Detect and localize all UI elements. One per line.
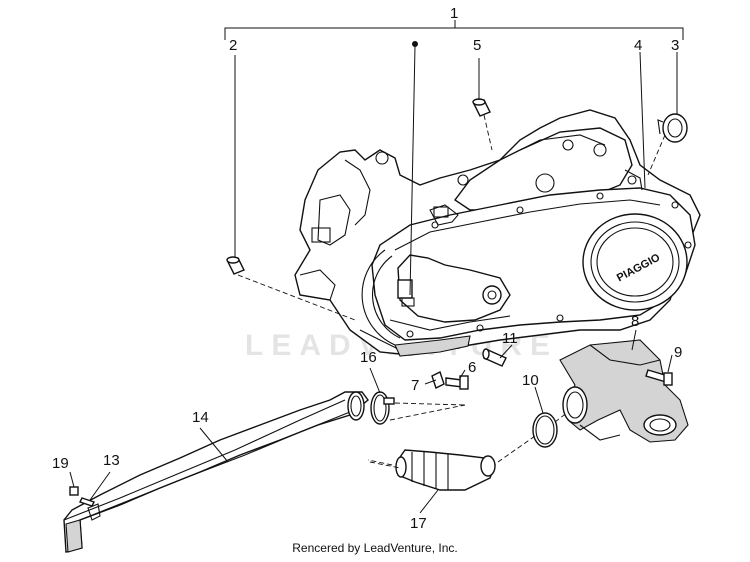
part-6-bolt (445, 375, 469, 390)
assembly-dashed-lines (237, 114, 666, 469)
part-17-rubber-coupling (395, 449, 496, 491)
part-8-filter-elbow (559, 339, 689, 443)
callout-7: 7 (411, 377, 419, 394)
callout-1: 1 (450, 5, 458, 22)
callout-labels: 1 2 3 4 5 6 7 8 9 10 11 13 14 16 17 19 (52, 5, 682, 532)
footer-credit: Rencered by LeadVenture, Inc. (292, 541, 458, 555)
callout-3: 3 (671, 37, 679, 54)
callout-13: 13 (103, 452, 120, 469)
crankcase-cover-assembly (294, 109, 701, 357)
callout-19: 19 (52, 455, 69, 472)
callout-17: 17 (410, 515, 427, 532)
part-10-o-ring (532, 412, 558, 448)
callout-8: 8 (631, 313, 639, 330)
part-14-air-intake-duct (63, 391, 369, 553)
part-13-screw (79, 497, 95, 507)
leader-lines (69, 41, 678, 514)
callout-9: 9 (674, 344, 682, 361)
part-5-dowel-pin (472, 98, 491, 117)
callout-11: 11 (502, 330, 518, 347)
callout-2: 2 (229, 37, 237, 54)
callout-16: 16 (360, 349, 377, 366)
callout-14: 14 (192, 409, 209, 426)
part-19-nut (69, 486, 79, 496)
part-7-clip (431, 371, 445, 389)
callout-10: 10 (522, 372, 539, 389)
callout-5: 5 (473, 37, 481, 54)
callout-4: 4 (634, 37, 642, 54)
part-2-dowel-pin (226, 256, 245, 275)
assembly-bracket (224, 20, 684, 40)
part-9-screw (645, 369, 673, 386)
callout-6: 6 (468, 359, 476, 376)
part-16-hose-clamp (370, 391, 395, 425)
part-3-oil-seal (657, 113, 688, 143)
part-11-dowel-pin (482, 348, 507, 367)
